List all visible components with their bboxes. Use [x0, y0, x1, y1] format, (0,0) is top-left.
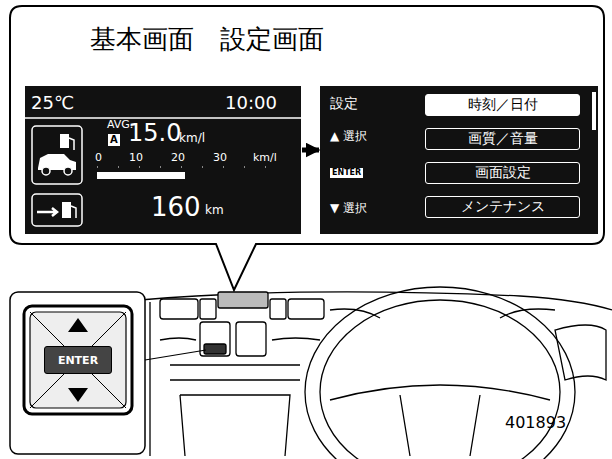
unit: km/l: [253, 152, 277, 163]
callout-bubble: [10, 6, 604, 290]
menu-item: メンテナンス: [425, 196, 580, 218]
divider: [25, 117, 301, 119]
icon-frame: [32, 194, 82, 226]
screen-transition-arrow: [302, 148, 319, 153]
clock: 10:00: [225, 94, 277, 112]
figure-number: 401893: [505, 415, 566, 431]
dashboard: [140, 287, 612, 459]
setting-screen: 設定 ▲ 選択 ENTER ▼ 選択 時刻／日付画質／音量画面設定メンテナンス: [320, 86, 598, 234]
setting-screen-ground: [320, 86, 598, 234]
icon-frame: [32, 126, 82, 184]
mode-badge: A: [108, 134, 120, 146]
enter-badge: ENTER: [330, 168, 363, 178]
select-down: ▼ 選択: [330, 202, 367, 214]
temperature: 25℃: [31, 94, 74, 112]
switch-outline: [24, 306, 132, 414]
scale-number: 10: [129, 152, 143, 163]
scale-number: 0: [95, 152, 102, 163]
menu-label: 画質／音量: [468, 130, 538, 148]
menu-label: メンテナンス: [461, 198, 545, 216]
pump-icon: [62, 202, 71, 218]
range-arrow: [37, 208, 57, 216]
basic-screen-ground: [25, 86, 301, 234]
menu-item: 画面設定: [425, 162, 580, 184]
inset-frame: [10, 292, 145, 454]
pump-icon: [60, 134, 69, 148]
scroll-bar: [592, 92, 596, 130]
scale-ticks: [97, 167, 276, 168]
leader-line: [145, 350, 206, 360]
unit: km: [205, 204, 224, 216]
enter-button: ENTER: [44, 346, 112, 374]
scale-number: 20: [171, 152, 185, 163]
unit: km/l: [179, 132, 205, 144]
screen-title: 設定: [330, 96, 358, 110]
menu-label: 時刻／日付: [468, 96, 538, 114]
scale-number: 30: [213, 152, 227, 163]
fuel-bar: [97, 172, 185, 179]
menu-item: 時刻／日付: [425, 94, 580, 116]
fuel-economy: 15.0: [128, 121, 181, 145]
range-value: 160: [151, 194, 201, 220]
menu-label: 画面設定: [475, 164, 531, 182]
basic-screen: 25℃10:00AVG.A15.0km/l0102030km/l160km: [25, 86, 301, 234]
heading: 基本画面 設定画面: [90, 26, 324, 52]
menu-item: 画質／音量: [425, 128, 580, 150]
select-up: ▲ 選択: [330, 130, 367, 142]
button-label: ENTER: [58, 354, 98, 367]
